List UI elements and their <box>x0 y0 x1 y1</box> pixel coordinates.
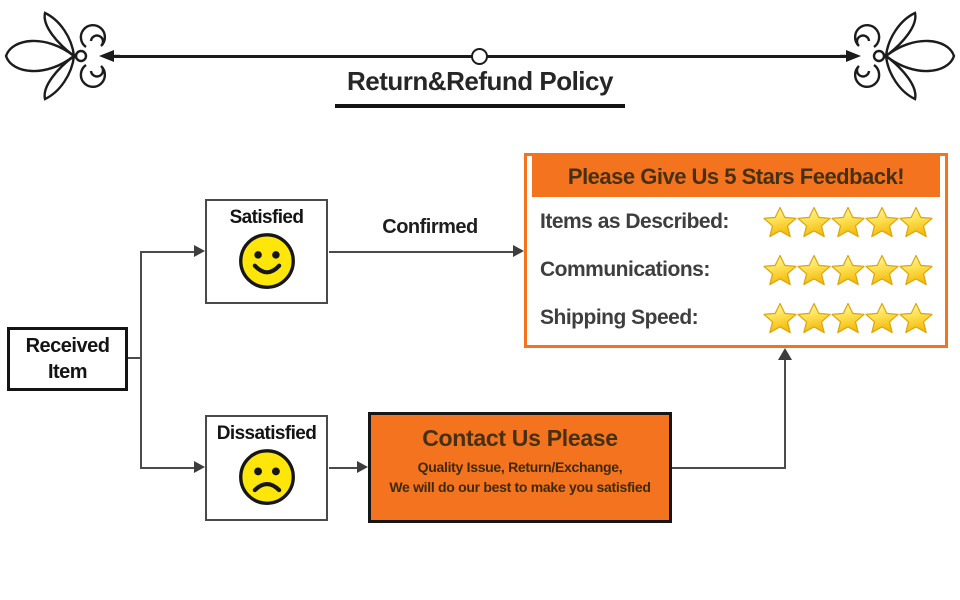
divider-line-right <box>487 55 847 58</box>
gold-star-icon <box>831 254 865 286</box>
sad-face-icon <box>238 449 295 505</box>
received-item-box: Received Item <box>7 327 128 391</box>
gold-star-icon <box>797 302 831 334</box>
floral-flourish-left-icon <box>4 11 120 101</box>
divider-circle <box>471 48 488 65</box>
feedback-row-label: Items as Described: <box>540 210 729 233</box>
connector-received-stub <box>128 357 142 359</box>
floral-flourish-right-icon <box>840 11 956 101</box>
gold-star-icon <box>797 254 831 286</box>
gold-star-icon <box>899 302 933 334</box>
connector-confirmed <box>329 251 514 253</box>
contact-line1: Quality Issue, Return/Exchange, <box>417 459 623 475</box>
feedback-box: Please Give Us 5 Stars Feedback! Items a… <box>524 153 948 348</box>
gold-star-icon <box>899 254 933 286</box>
gold-star-icon <box>763 206 797 238</box>
star-rating <box>763 254 933 286</box>
gold-star-icon <box>763 254 797 286</box>
feedback-rows: Items as Described: Communications: Ship… <box>527 198 945 342</box>
contact-us-box: Contact Us Please Quality Issue, Return/… <box>368 412 672 523</box>
received-item-label: Received Item <box>25 335 110 383</box>
feedback-row-communications: Communications: <box>527 246 945 294</box>
feedback-row-shipping: Shipping Speed: <box>527 294 945 342</box>
gold-star-icon <box>763 302 797 334</box>
gold-star-icon <box>899 206 933 238</box>
contact-line2: We will do our best to make you satisfie… <box>389 479 651 496</box>
dissatisfied-label: Dissatisfied <box>216 423 317 444</box>
feedback-row-label: Shipping Speed: <box>540 306 699 329</box>
feedback-title: Please Give Us 5 Stars Feedback! <box>532 156 940 197</box>
dissatisfied-box: Dissatisfied <box>205 415 328 521</box>
satisfied-box: Satisfied <box>205 199 328 304</box>
page-title: Return&Refund Policy <box>335 66 625 108</box>
arrowhead-to-satisfied <box>194 245 205 257</box>
arrowhead-up-to-feedback <box>778 348 792 360</box>
gold-star-icon <box>797 206 831 238</box>
gold-star-icon <box>831 206 865 238</box>
contact-subtext: Quality Issue, Return/Exchange, We will … <box>371 457 669 498</box>
connector-contact-up <box>784 359 786 469</box>
gold-star-icon <box>865 302 899 334</box>
gold-star-icon <box>865 254 899 286</box>
connector-branch-vertical <box>140 251 142 469</box>
arrowhead-to-feedback <box>513 245 524 257</box>
contact-title: Contact Us Please <box>422 425 618 451</box>
star-rating <box>763 206 933 238</box>
connector-to-contact <box>329 467 358 469</box>
connector-contact-out <box>672 467 786 469</box>
satisfied-label: Satisfied <box>229 207 304 228</box>
feedback-row-items: Items as Described: <box>527 198 945 246</box>
arrowhead-to-contact <box>357 461 368 473</box>
happy-face-icon <box>238 233 295 289</box>
feedback-row-label: Communications: <box>540 258 710 281</box>
gold-star-icon <box>831 302 865 334</box>
connector-to-dissatisfied <box>140 467 195 469</box>
connector-to-satisfied <box>140 251 195 253</box>
divider-line-left <box>114 55 473 58</box>
star-rating <box>763 302 933 334</box>
gold-star-icon <box>865 206 899 238</box>
confirmed-label: Confirmed <box>382 216 478 238</box>
arrowhead-to-dissatisfied <box>194 461 205 473</box>
